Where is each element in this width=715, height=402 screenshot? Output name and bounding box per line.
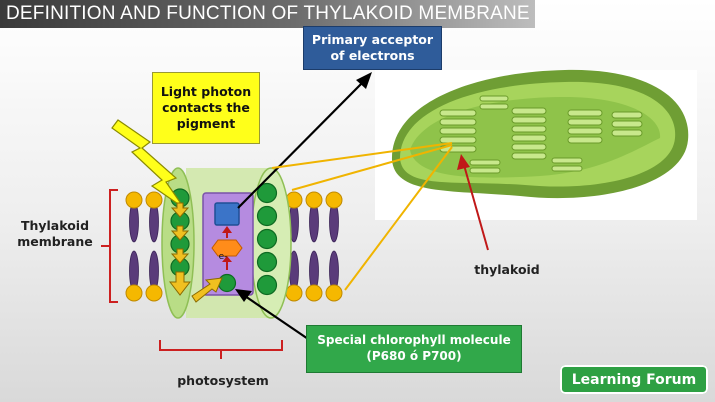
chlorophyll-callout-line1: Special chlorophyll molecule <box>317 333 511 348</box>
zoom-lines <box>271 142 453 291</box>
learning-forum-logo: Learning Forum <box>560 365 708 394</box>
antenna-pigments <box>170 182 278 296</box>
primary-acceptor-callout: Primary acceptor of electrons <box>303 26 442 70</box>
photosystem-bracket <box>159 340 283 359</box>
acceptor-arrowhead <box>356 72 372 89</box>
lightning-bolt-icon <box>111 119 185 209</box>
electron-label: e- <box>218 252 228 262</box>
light-photon-callout: Light photon contacts the pigment <box>152 72 260 144</box>
thylakoid-label: thylakoid <box>474 262 540 277</box>
chloroplast-illustration <box>375 69 697 220</box>
special-chlorophyll-callout: Special chlorophyll molecule (P680 ó P70… <box>306 325 522 373</box>
primary-acceptor-square <box>214 202 240 226</box>
photosystem-label: photosystem <box>177 373 269 388</box>
energy-transfer-arrows <box>168 202 223 303</box>
lipid-bilayer <box>125 191 343 302</box>
membrane-bracket <box>101 189 118 303</box>
thylakoid-pointer <box>457 154 489 251</box>
membrane-label-line2: membrane <box>17 234 93 250</box>
thylakoid-membrane-label: Thylakoid membrane <box>10 218 100 251</box>
page-title: DEFINITION AND FUNCTION OF THYLAKOID MEM… <box>6 3 530 24</box>
chlorophyll-callout-line2: (P680 ó P700) <box>366 349 462 363</box>
electron-hexagon <box>211 239 243 257</box>
title-bar: DEFINITION AND FUNCTION OF THYLAKOID MEM… <box>0 0 535 28</box>
pointer-lines <box>237 78 367 344</box>
reaction-center-chlorophyll <box>217 273 237 293</box>
chlorophyll-arrowhead <box>235 289 252 302</box>
membrane-label-line1: Thylakoid <box>20 218 90 233</box>
